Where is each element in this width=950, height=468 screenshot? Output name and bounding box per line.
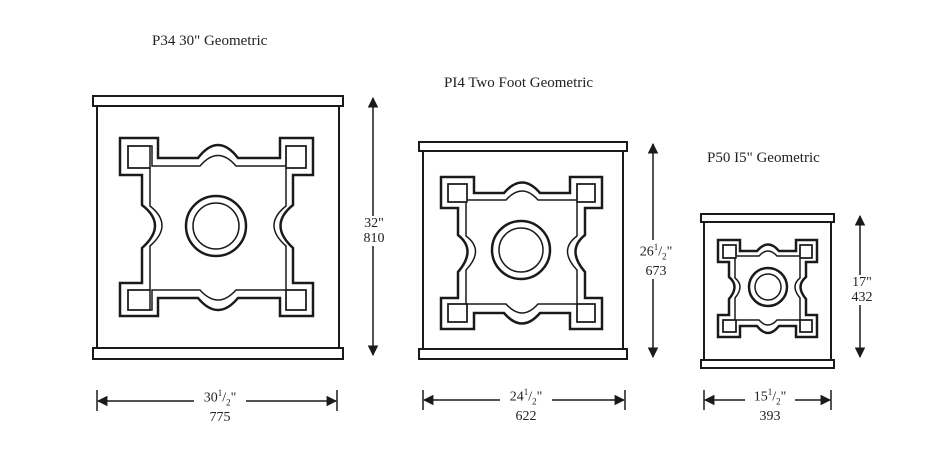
p34-height-label: 32" 810 (358, 216, 390, 246)
p14-width-in: 241/2" (509, 387, 543, 407)
p50-title: P50 I5" Geometric (707, 150, 820, 166)
p34-width-mm: 775 (209, 410, 231, 426)
p14-width-in-frac-num: 1 (523, 387, 529, 397)
p34-width-in-whole: 30 (203, 390, 218, 406)
p14-height-label: 261/2" 673 (632, 240, 680, 280)
p50-height-label: 17" 432 (845, 275, 879, 305)
p14-height-in-frac-num: 1 (653, 242, 659, 252)
planter-p34-drawing (92, 95, 344, 360)
p34-panel-outer (118, 136, 315, 318)
p34-height-in: 32" (364, 216, 384, 231)
p34-height-mm: 810 (363, 231, 385, 246)
planter-p14-drawing (418, 141, 628, 360)
p14-title: PI4 Two Foot Geometric (444, 75, 594, 91)
p50-height-in: 17" (852, 275, 872, 290)
p50-width-mm: 393 (759, 409, 781, 425)
p34-width-in: 301/2" (203, 388, 237, 408)
p14-height-in-whole: 26 (639, 244, 654, 260)
p50-width-in-frac-den: 2 (776, 396, 781, 407)
p14-width-mm: 622 (515, 409, 537, 425)
planter-p50-drawing (700, 213, 835, 369)
p34-title: P34 30" Geometric (152, 33, 268, 49)
p50-width-label: 151/2" 393 (745, 385, 795, 425)
p14-width-in-whole: 24 (509, 389, 524, 405)
p50-width-in-whole: 15 (753, 389, 768, 405)
p14-panel-outer (439, 175, 604, 331)
p34-width-in-frac-num: 1 (217, 388, 223, 398)
p14-height-in-frac-den: 2 (662, 251, 667, 262)
p50-width-in: 151/2" (753, 387, 787, 407)
p14-height-in: 261/2" (639, 242, 673, 262)
p50-panel-outer (716, 238, 819, 339)
p50-center-ring (747, 266, 789, 308)
p14-center-ring (490, 219, 552, 281)
p34-width-in-frac-den: 2 (226, 397, 231, 408)
p34-center-ring (184, 194, 248, 258)
p14-height-mm: 673 (645, 264, 667, 280)
p14-width-in-frac-den: 2 (532, 396, 537, 407)
p34-width-label: 301/2" 775 (194, 386, 246, 426)
p14-width-label: 241/2" 622 (500, 385, 552, 425)
p50-height-mm: 432 (851, 290, 873, 305)
p50-width-in-frac-num: 1 (767, 387, 773, 397)
